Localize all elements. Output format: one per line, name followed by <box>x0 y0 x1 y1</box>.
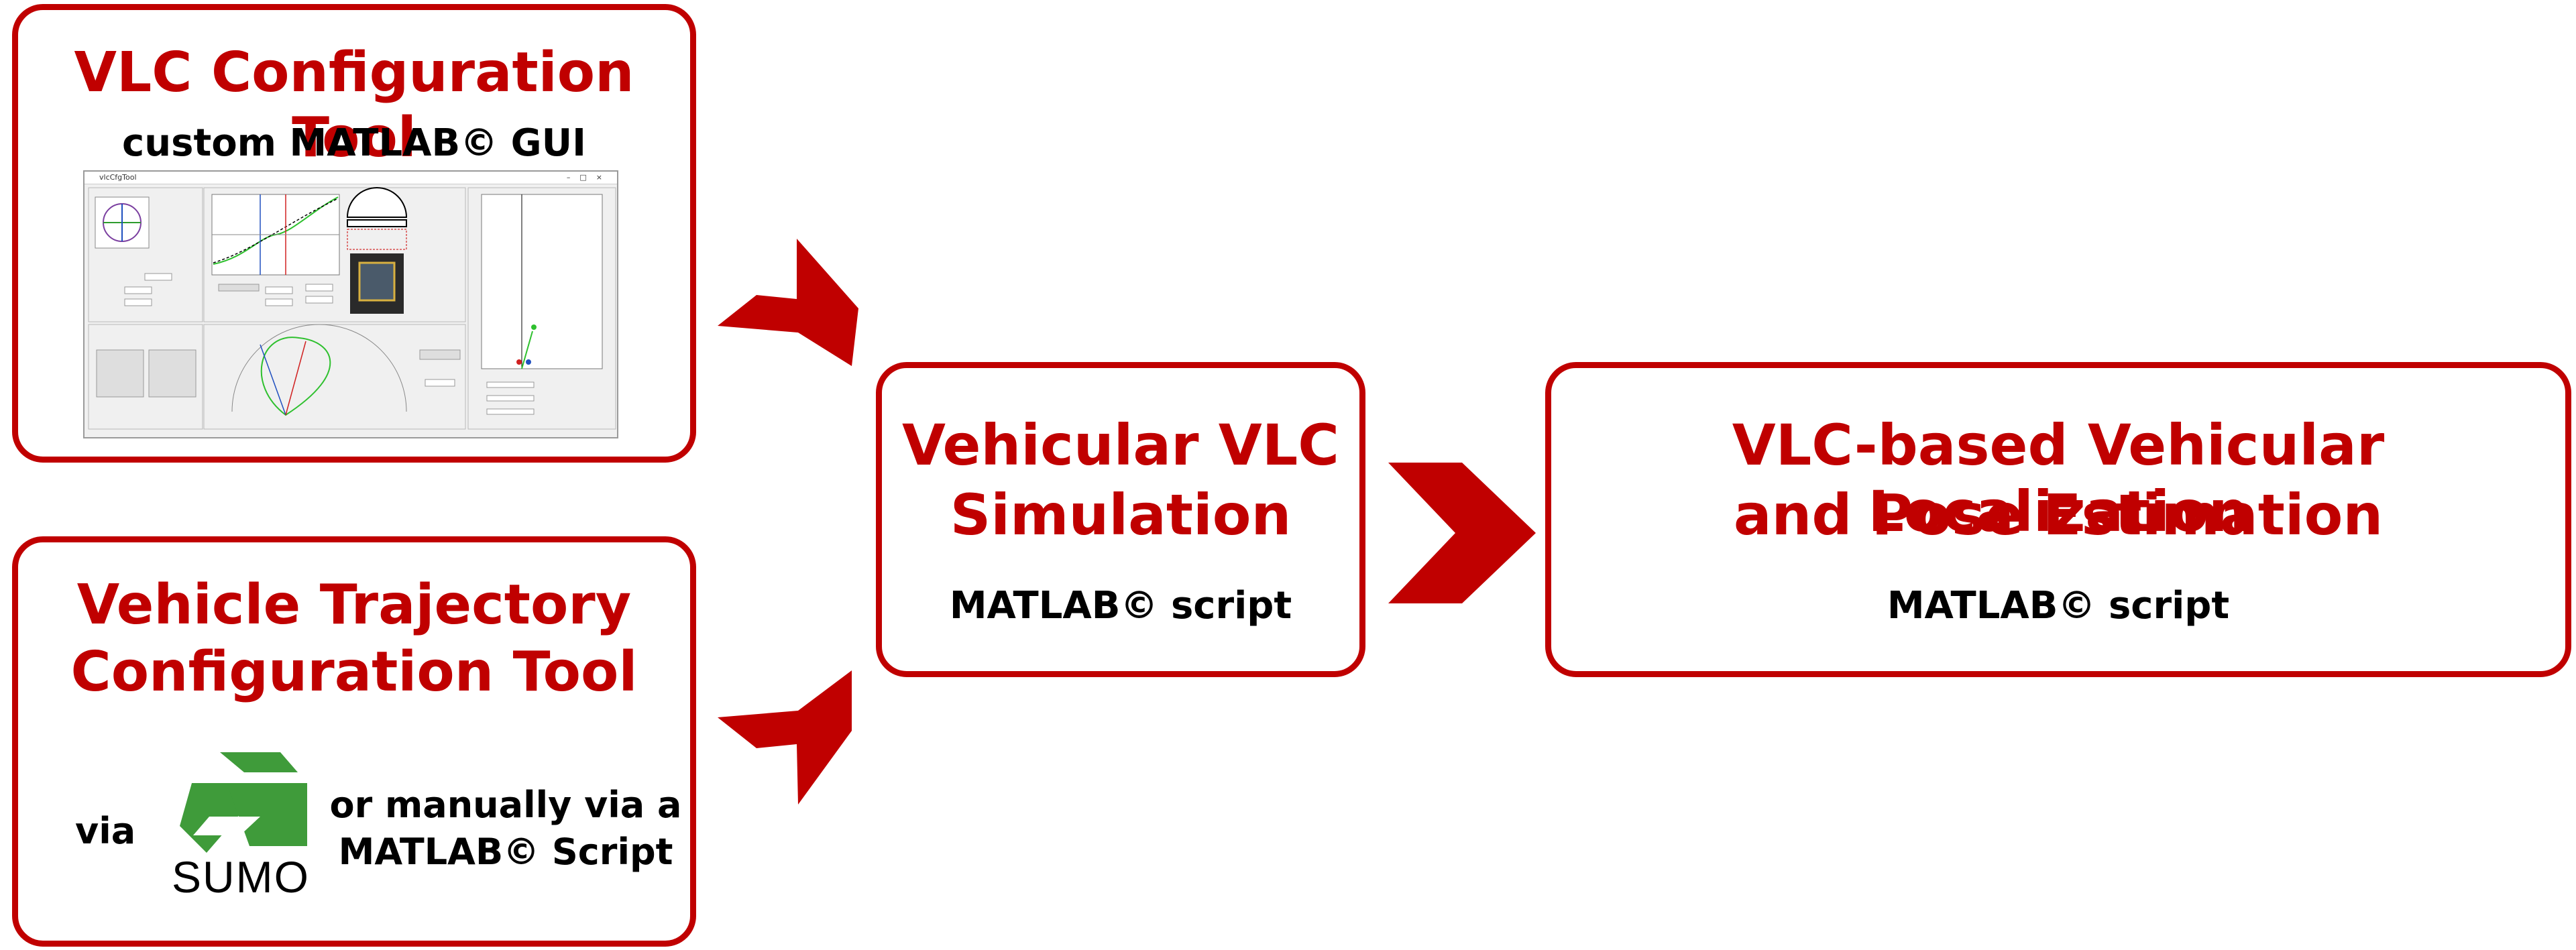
trajectory-tool-title-line2: Configuration Tool <box>70 640 638 704</box>
via-label: via <box>75 810 136 852</box>
config-tool-title: VLC Configuration Tool <box>74 41 634 170</box>
sumo-logo-icon <box>180 752 307 853</box>
manual-option-text: or manually via a MATLAB© Script <box>325 782 687 876</box>
trajectory-tool-box: Vehicle Trajectory Configuration Tool <box>12 536 696 947</box>
localization-box: VLC-based Vehicular Localization and Pos… <box>1545 362 2571 677</box>
manual-line2: MATLAB© Script <box>338 831 673 874</box>
gui-window-title: vlcCfgTool <box>85 172 617 184</box>
window-controls-icon: –□× <box>566 173 612 182</box>
simulation-box: Vehicular VLC Simulation MATLAB© script <box>876 362 1365 677</box>
simulation-title-line2: Simulation <box>950 482 1292 548</box>
arrow-config-to-sim-icon <box>718 239 858 366</box>
localization-subtitle: MATLAB© script <box>1887 584 2230 628</box>
matlab-gui-screenshot: vlcCfgTool –□× <box>83 170 618 438</box>
manual-line1: or manually via a <box>329 784 682 826</box>
simulation-subtitle: MATLAB© script <box>949 584 1292 628</box>
localization-title-line1: VLC-based Vehicular Localization <box>1732 412 2385 545</box>
arrow-trajectory-to-sim-icon <box>718 670 852 805</box>
simulation-title-line1: Vehicular VLC <box>902 412 1339 478</box>
config-tool-subtitle: custom MATLAB© GUI <box>122 121 586 165</box>
gui-content <box>88 187 616 430</box>
arrow-sim-to-localization-icon <box>1388 463 1536 603</box>
localization-title-line2: and Pose Estimation <box>1733 482 2384 548</box>
trajectory-tool-title-line1: Vehicle Trajectory <box>76 573 632 637</box>
sumo-label: SUMO <box>172 852 310 902</box>
